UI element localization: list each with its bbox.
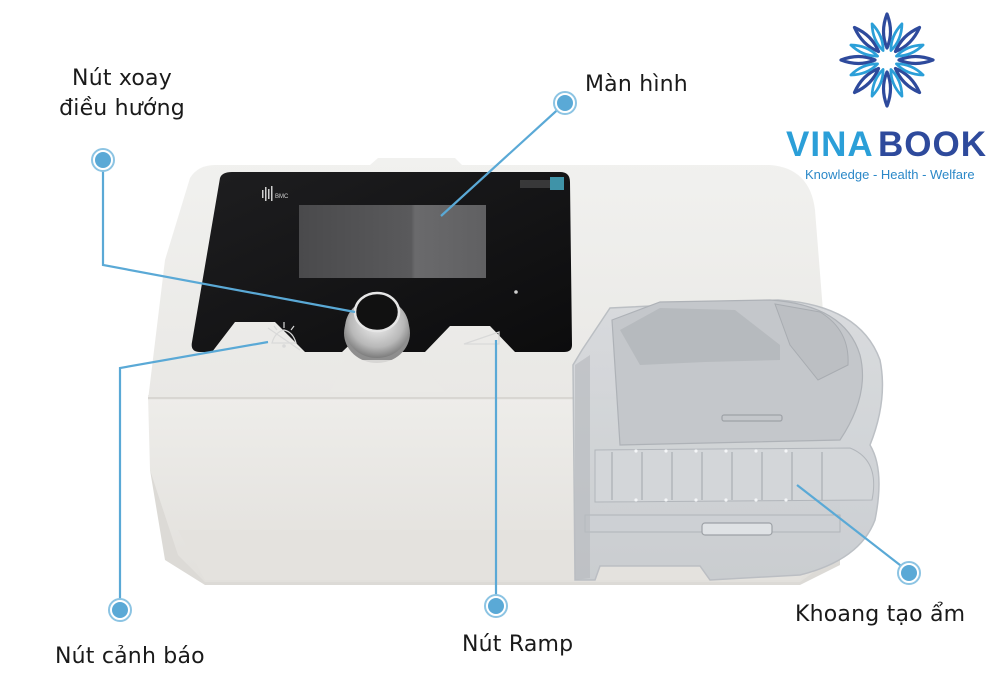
navigation-knob <box>344 291 410 363</box>
alarm-mute-icon <box>267 322 301 351</box>
callout-line-alarm <box>118 340 269 608</box>
bmc-logo-icon: BMC <box>262 186 289 201</box>
lcd-screen <box>299 205 486 278</box>
callout-dot-ramp <box>484 594 508 618</box>
label-ramp-button: Nút Ramp <box>462 632 574 657</box>
label-navigation-knob: Nút xoay điều hướng <box>42 64 202 124</box>
callout-lines <box>101 102 910 608</box>
humidifier-chamber-graphic <box>572 299 884 581</box>
callout-dot-humidifier <box>897 561 921 585</box>
callout-line-screen <box>440 102 566 217</box>
label-alarm-button: Nút cảnh báo <box>55 644 205 669</box>
label-navigation-knob-line2: điều hướng <box>59 96 185 121</box>
svg-text:BMC: BMC <box>275 194 289 200</box>
callout-dot-navigation-knob <box>91 148 115 172</box>
logo-tagline: Knowledge - Health - Welfare <box>805 167 975 182</box>
callout-dots <box>91 91 921 622</box>
logo-word-vina: VINA <box>786 125 874 164</box>
label-navigation-knob-line1: Nút xoay <box>72 66 172 91</box>
vinabook-lotus-icon <box>839 12 935 108</box>
label-screen: Màn hình <box>585 72 688 97</box>
logo-word-book: BOOK <box>878 125 987 164</box>
callout-dot-screen <box>553 91 577 115</box>
callout-dot-alarm <box>108 598 132 622</box>
label-humidifier-chamber: Khoang tạo ẩm <box>795 602 966 627</box>
chamber-latch <box>701 522 773 536</box>
callout-line-humidifier <box>796 484 910 573</box>
indicator-tab <box>550 177 564 190</box>
callout-line-navigation-knob <box>101 160 356 314</box>
ramp-icon <box>463 331 500 345</box>
